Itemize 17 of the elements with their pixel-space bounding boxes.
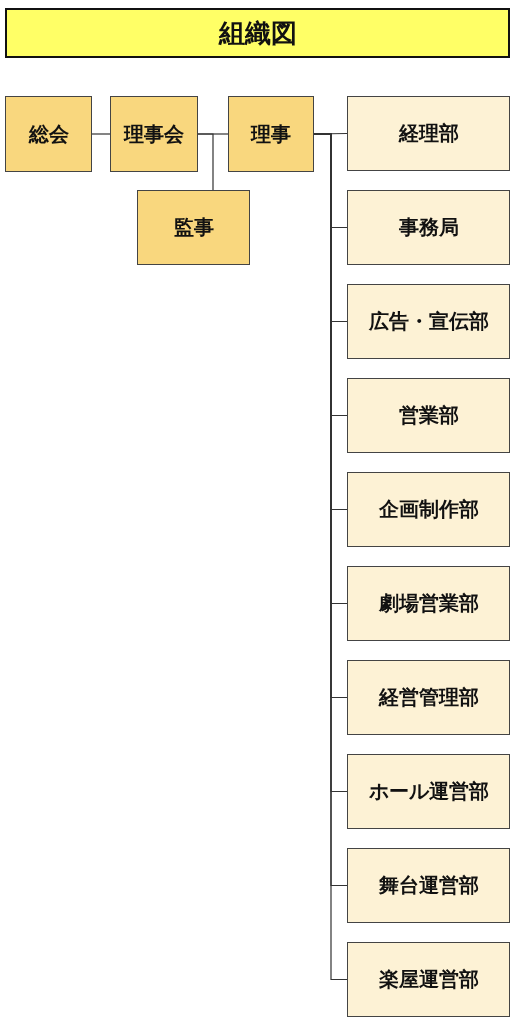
org-box: 総会 [5, 96, 92, 172]
org-box: 理事会 [110, 96, 198, 172]
title-banner: 組織図 [5, 8, 510, 58]
org-box: 経営管理部 [347, 660, 510, 735]
org-box: 事務局 [347, 190, 510, 265]
org-box: 監事 [137, 190, 250, 265]
org-box: 営業部 [347, 378, 510, 453]
org-box: 経理部 [347, 96, 510, 171]
org-box: 企画制作部 [347, 472, 510, 547]
connector-line [91, 133, 111, 135]
org-box: 劇場営業部 [347, 566, 510, 641]
org-box: 広告・宣伝部 [347, 284, 510, 359]
org-box: ホール運営部 [347, 754, 510, 829]
org-box: 理事 [228, 96, 314, 172]
org-box: 舞台運営部 [347, 848, 510, 923]
connector-line [197, 133, 214, 191]
org-box: 楽屋運営部 [347, 942, 510, 1017]
